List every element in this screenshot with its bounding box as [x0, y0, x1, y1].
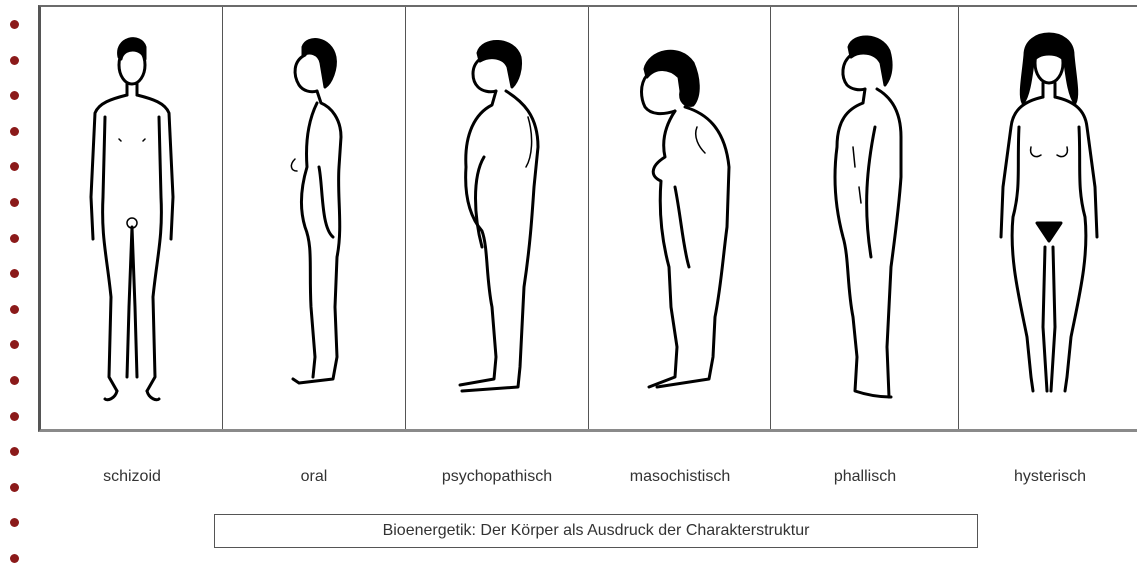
figure-frame	[38, 5, 1137, 432]
bullet-dot	[10, 483, 19, 492]
bullet-dot	[10, 269, 19, 278]
panel-hysterisch	[959, 7, 1137, 429]
type-label-psychopathisch: psychopathisch	[406, 468, 588, 486]
bullet-dot	[10, 127, 19, 136]
schizoid-figure-icon	[41, 7, 223, 429]
caption-box: Bioenergetik: Der Körper als Ausdruck de…	[214, 514, 978, 548]
panel-phallisch	[771, 7, 959, 429]
hysteric-figure-icon	[959, 7, 1137, 429]
panel-oral	[223, 7, 406, 429]
bullet-dot	[10, 412, 19, 421]
phallic-figure-icon	[771, 7, 959, 429]
bullet-dot	[10, 305, 19, 314]
bullet-dot	[10, 56, 19, 65]
type-label-schizoid: schizoid	[41, 468, 223, 486]
bullet-dot	[10, 198, 19, 207]
panel-schizoid	[41, 7, 223, 429]
type-label-masochistisch: masochistisch	[589, 468, 771, 486]
type-label-phallisch: phallisch	[774, 468, 956, 486]
psychopathic-figure-icon	[406, 7, 589, 429]
bullet-dot	[10, 518, 19, 527]
type-label-hysterisch: hysterisch	[959, 468, 1137, 486]
bullet-dot	[10, 376, 19, 385]
bullet-dot	[10, 340, 19, 349]
bullet-column	[0, 0, 30, 562]
bullet-dot	[10, 162, 19, 171]
caption-text: Bioenergetik: Der Körper als Ausdruck de…	[383, 522, 810, 540]
type-label-oral: oral	[223, 468, 405, 486]
oral-figure-icon	[223, 7, 406, 429]
panel-masochistisch	[589, 7, 771, 429]
bullet-dot	[10, 234, 19, 243]
panel-psychopathisch	[406, 7, 589, 429]
bullet-dot	[10, 20, 19, 29]
masochistic-figure-icon	[589, 7, 771, 429]
bullet-dot	[10, 91, 19, 100]
bullet-dot	[10, 447, 19, 456]
